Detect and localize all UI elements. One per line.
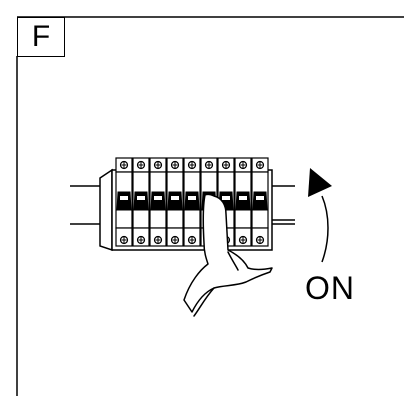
- breaker-lever: [167, 191, 183, 211]
- breaker-lever: [116, 191, 132, 211]
- breaker-module: [234, 157, 252, 247]
- breaker-module: [149, 157, 167, 247]
- step-label: F: [17, 17, 65, 57]
- page-frame: [16, 16, 404, 396]
- breaker-lever: [133, 191, 149, 211]
- din-rail: [70, 185, 295, 225]
- breaker-lever: [235, 191, 251, 211]
- on-direction-label: ON: [305, 270, 355, 306]
- breaker-lever: [184, 191, 200, 211]
- hand-pointing-icon: [183, 193, 273, 317]
- breaker-module: [166, 157, 184, 247]
- breaker-lever: [252, 191, 268, 211]
- breaker-lever: [150, 191, 166, 211]
- breaker-module: [183, 157, 201, 247]
- breaker-module: [115, 157, 133, 247]
- curved-arrow-up-icon: [308, 168, 332, 263]
- breaker-module: [132, 157, 150, 247]
- breaker-module-row: [115, 157, 269, 247]
- breaker-module: [251, 157, 269, 247]
